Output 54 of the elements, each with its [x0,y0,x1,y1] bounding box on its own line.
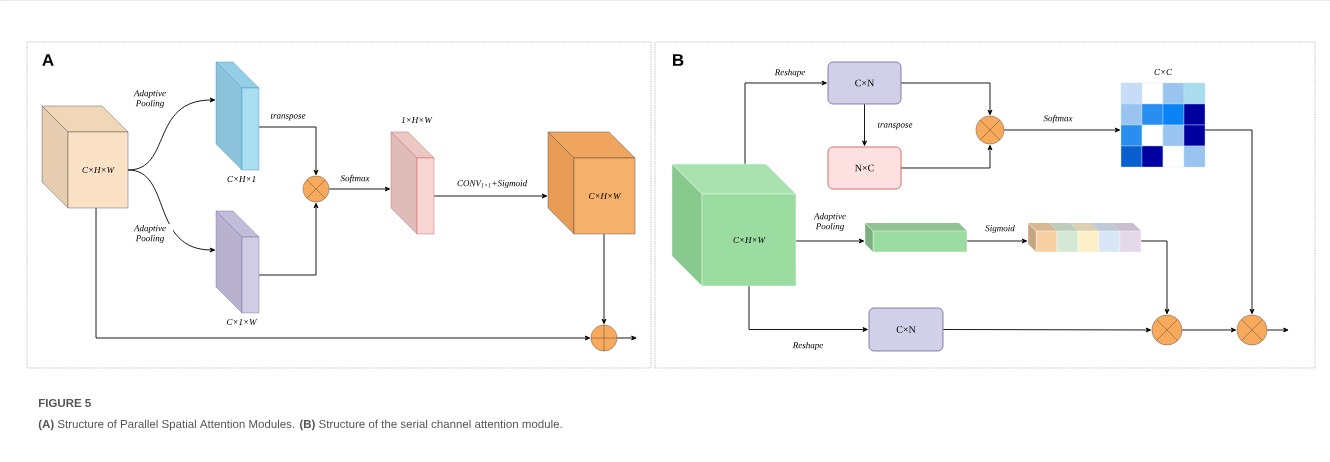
edge-label: Softmax [339,173,371,185]
feature-cube: C×H×W [547,131,636,235]
arrow [328,186,391,192]
operator-circle [975,115,1005,145]
edge-label: Adaptive Pooling [807,211,853,233]
edge-label: Adaptive Pooling [127,88,173,110]
arrow [1204,129,1255,315]
arrow [258,126,319,176]
feature-cube: C×H×W [41,105,129,209]
arrow [744,80,827,165]
arrow [433,193,548,199]
figure-title: FIGURE 5 [39,398,91,408]
arrow [942,327,1152,333]
panel-letter: B [673,54,684,66]
panel-letter: A [42,54,54,66]
arrow [95,207,591,341]
arrow [258,202,319,276]
shape-label: 1×H×W [401,116,433,124]
edge-label: transpose [876,121,914,131]
arrow [1266,327,1289,333]
edge-label: Softmax [1042,113,1074,125]
edge-label: transpose [269,112,307,122]
arrow [1003,127,1121,133]
edge-label: Adaptive Pooling [127,223,173,245]
edge-label: Sigmoid [984,223,1016,235]
arrow [900,82,993,116]
arrow [1181,327,1237,333]
matrix-box: N×C [827,146,902,190]
arrow [1140,240,1170,315]
matrix-box: C×N [827,61,902,105]
arrow [601,233,607,325]
shape-label: C×H×1 [227,175,256,182]
arrow [862,103,867,146]
feature-cube: C×H×W [671,163,797,287]
arrow [966,238,1028,244]
arrow [900,144,993,169]
feature-bar [1027,222,1142,253]
arrow [616,335,637,341]
operator-circle [1151,314,1183,346]
operator-circle [1236,314,1268,346]
arrow [127,169,216,253]
edge-label: CONV$_{1×1}$+Sigmoid [455,178,529,190]
arrow [127,97,216,171]
edge-label: Reshape [791,340,825,352]
operator-circle [302,175,330,203]
matrix-box: C×N [868,307,944,352]
shape-label: C×1×W [226,318,258,326]
arrow [748,285,868,332]
feature-bar [864,222,968,253]
operator-circle [590,324,618,352]
figure-caption: (A) Structure of Parallel Spatial Attention Modules. (B) Structure of the serial channel attention module. [38,419,562,431]
edge-label: Reshape [773,67,807,79]
shape-label: C×C [1154,68,1173,75]
arrow [795,238,865,244]
